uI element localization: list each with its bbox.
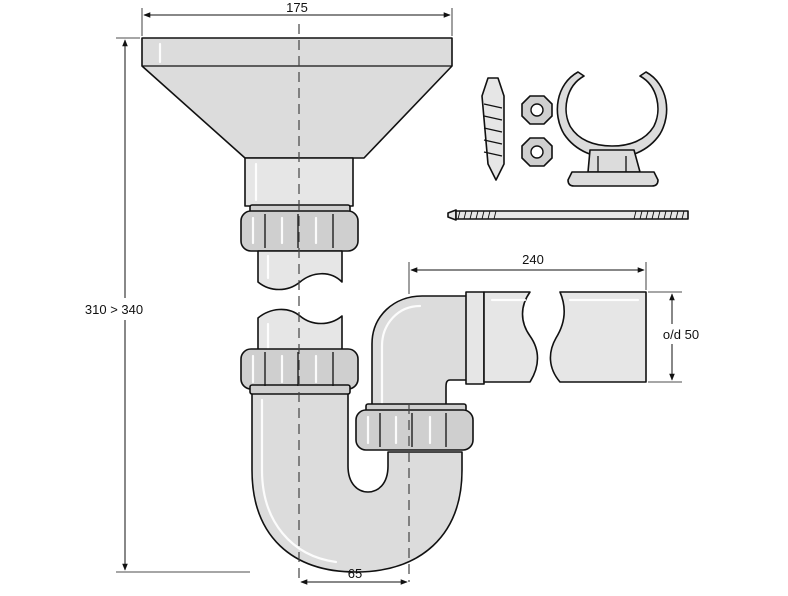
nut-lower — [521, 137, 553, 167]
upper-pipe-stub — [257, 250, 343, 291]
trap-elbow — [355, 291, 485, 451]
dim-label-overall-height: 310 > 340 — [85, 302, 143, 317]
nut-upper — [521, 95, 553, 125]
funnel — [141, 37, 453, 207]
screw — [447, 209, 689, 221]
dim-pipe-length: 240 — [408, 252, 647, 294]
upper-compression-nut — [240, 204, 359, 252]
pipe-clip — [556, 71, 668, 187]
dim-overall-height: 310 > 340 — [66, 37, 250, 573]
horizontal-pipe — [483, 291, 647, 383]
trap-body — [240, 348, 463, 573]
dim-label-outer-diameter: o/d 50 — [663, 327, 699, 342]
wall-plug — [481, 77, 505, 181]
dim-outer-diameter: o/d 50 — [648, 291, 710, 383]
right-compression-nut — [355, 409, 474, 451]
dim-trap-offset: 65 — [300, 566, 408, 585]
lower-pipe-stub — [257, 308, 343, 353]
dim-label-pipe-length: 240 — [522, 252, 544, 267]
dim-label-trap-offset: 65 — [348, 566, 362, 581]
dim-label-top-width: 175 — [286, 0, 308, 15]
dim-top-width: 175 — [141, 0, 453, 36]
